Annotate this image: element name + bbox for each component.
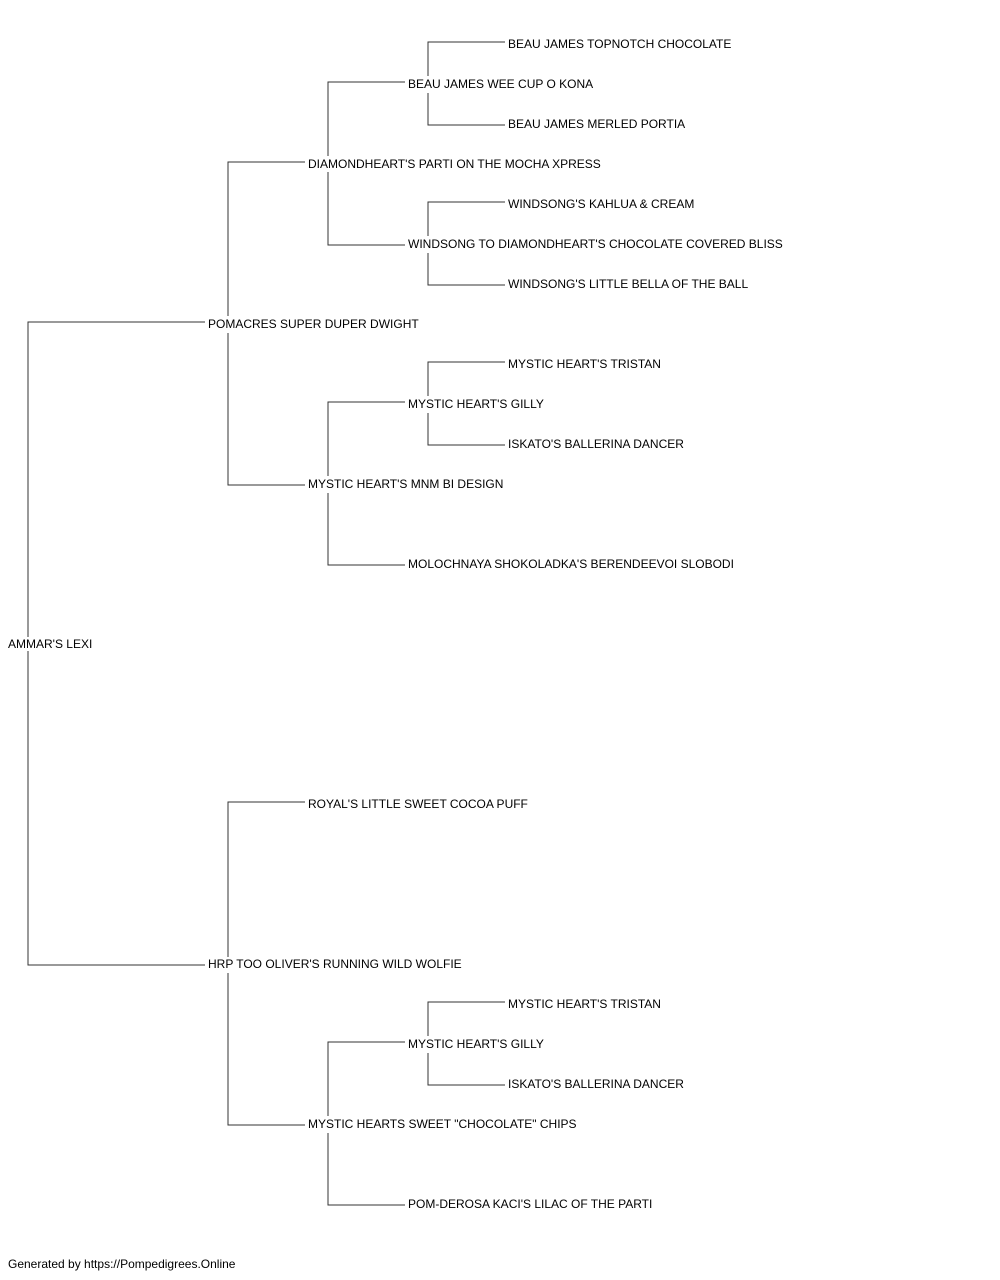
connector-ddd xyxy=(327,1133,405,1206)
connector-subject-dam xyxy=(27,651,205,966)
connector-dam-sire xyxy=(227,801,305,957)
connector-sire-sire-sire xyxy=(327,81,405,156)
sire-sire-sire-dam-name: BEAU JAMES MERLED PORTIA xyxy=(507,117,687,131)
dam-dam-sire-sire-name: MYSTIC HEART'S TRISTAN xyxy=(507,997,662,1011)
sire-sire-sire-name: BEAU JAMES WEE CUP O KONA xyxy=(407,77,595,91)
sire-sire-dam-sire-name: WINDSONG'S KAHLUA & CREAM xyxy=(507,197,696,211)
dam-name: HRP TOO OLIVER'S RUNNING WILD WOLFIE xyxy=(207,957,463,971)
connector-sdd xyxy=(327,493,405,566)
connector-dam-dam xyxy=(227,973,305,1126)
dam-dam-dam-name: POM-DEROSA KACI'S LILAC OF THE PARTI xyxy=(407,1197,654,1211)
connector-ssds xyxy=(427,201,505,236)
connector-sdss xyxy=(427,361,505,396)
connector-ssss xyxy=(427,41,505,76)
dam-dam-sire-name: MYSTIC HEART'S GILLY xyxy=(407,1037,545,1051)
sire-name: POMACRES SUPER DUPER DWIGHT xyxy=(207,317,420,331)
connector-dds xyxy=(327,1041,405,1116)
sire-sire-dam-name: WINDSONG TO DIAMONDHEART'S CHOCOLATE COV… xyxy=(407,237,784,251)
sire-dam-sire-name: MYSTIC HEART'S GILLY xyxy=(407,397,545,411)
connector-subject-sire xyxy=(27,321,205,637)
dam-dam-name: MYSTIC HEARTS SWEET "CHOCOLATE" CHIPS xyxy=(307,1117,578,1131)
connector-sds xyxy=(327,401,405,476)
connector-ssdd xyxy=(427,253,505,286)
connector-ddss xyxy=(427,1001,505,1036)
generated-by-footer: Generated by https://Pompedigrees.Online xyxy=(8,1257,236,1271)
connector-sire-dam xyxy=(227,333,305,486)
sire-dam-sire-sire-name: MYSTIC HEART'S TRISTAN xyxy=(507,357,662,371)
sire-sire-name: DIAMONDHEART'S PARTI ON THE MOCHA XPRESS xyxy=(307,157,602,171)
sire-dam-dam-name: MOLOCHNAYA SHOKOLADKA'S BERENDEEVOI SLOB… xyxy=(407,557,735,571)
connector-sire-sire xyxy=(227,161,305,316)
connector-sire-sire-dam xyxy=(327,172,405,246)
sire-dam-sire-dam-name: ISKATO'S BALLERINA DANCER xyxy=(507,437,685,451)
subject-name: AMMAR'S LEXI xyxy=(7,637,94,651)
connector-sdsd xyxy=(427,413,505,446)
connector-ddsd xyxy=(427,1053,505,1086)
sire-sire-sire-sire-name: BEAU JAMES TOPNOTCH CHOCOLATE xyxy=(507,37,733,51)
sire-dam-name: MYSTIC HEART'S MNM BI DESIGN xyxy=(307,477,505,491)
connector-sssd xyxy=(427,93,505,126)
dam-dam-sire-dam-name: ISKATO'S BALLERINA DANCER xyxy=(507,1077,685,1091)
sire-sire-dam-dam-name: WINDSONG'S LITTLE BELLA OF THE BALL xyxy=(507,277,750,291)
dam-sire-name: ROYAL'S LITTLE SWEET COCOA PUFF xyxy=(307,797,529,811)
